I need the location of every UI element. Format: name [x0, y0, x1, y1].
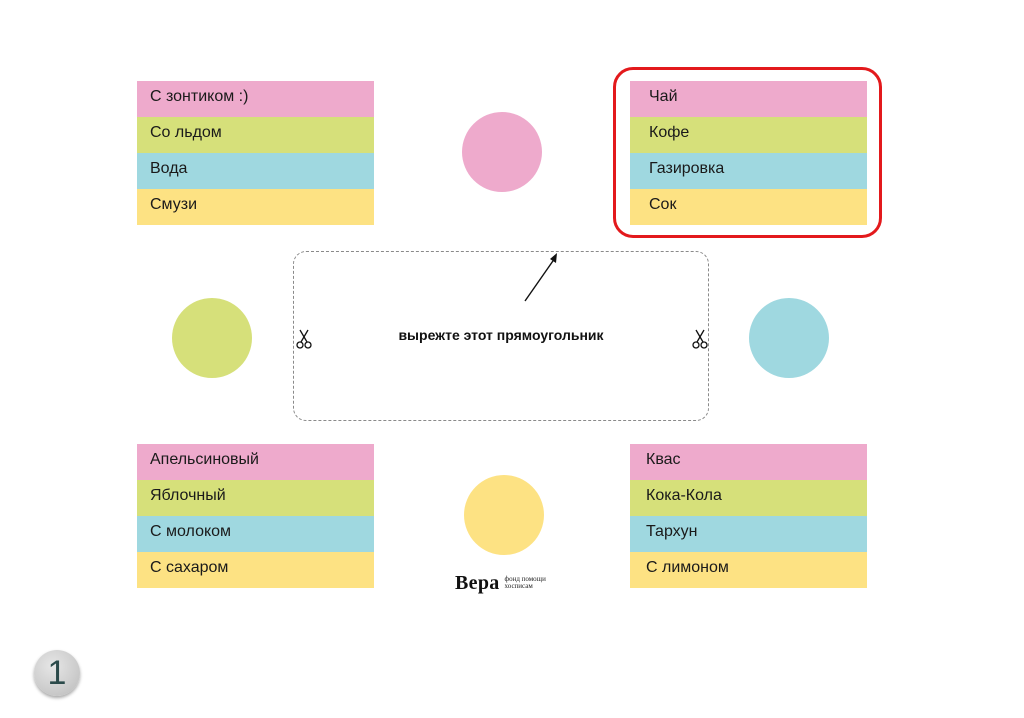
- list-item: Тархун: [630, 516, 867, 552]
- scissors-icon: [692, 329, 708, 349]
- logo-tagline-line2: хосписам: [504, 582, 533, 590]
- cut-rectangle: [293, 251, 709, 421]
- list-item: Газировка: [630, 153, 867, 189]
- circle-bottom: [464, 475, 544, 555]
- list-item: Кока-Кола: [630, 480, 867, 516]
- highlight-frame: [613, 67, 882, 238]
- logo-tagline-line1: фонд помощи: [504, 575, 546, 583]
- list-item: Апельсиновый: [137, 444, 374, 480]
- list-item: С сахаром: [137, 552, 374, 588]
- list-item: С лимоном: [630, 552, 867, 588]
- list-item: С молоком: [137, 516, 374, 552]
- scissors-icon: [296, 329, 312, 349]
- list-item: Яблочный: [137, 480, 374, 516]
- list-item: Кофе: [630, 117, 867, 153]
- list-item: Вода: [137, 153, 374, 189]
- list-bottom-left: Апельсиновый Яблочный С молоком С сахаро…: [137, 444, 374, 588]
- circle-top: [462, 112, 542, 192]
- logo: Вера фонд помощи хосписам: [455, 572, 557, 594]
- cut-instruction: вырежте этот прямоугольник: [398, 327, 604, 343]
- list-item: С зонтиком :): [137, 81, 374, 117]
- list-bottom-right: Квас Кока-Кола Тархун С лимоном: [630, 444, 867, 588]
- list-item: Сок: [630, 189, 867, 225]
- list-top-right: Чай Кофе Газировка Сок: [630, 81, 867, 225]
- page-number-badge: 1: [34, 650, 80, 696]
- arrow-icon: [524, 253, 557, 302]
- logo-word: Вера: [455, 571, 500, 594]
- list-item: Со льдом: [137, 117, 374, 153]
- circle-right: [749, 298, 829, 378]
- list-item: Чай: [630, 81, 867, 117]
- list-item: Смузи: [137, 189, 374, 225]
- list-item: Квас: [630, 444, 867, 480]
- circle-left: [172, 298, 252, 378]
- logo-tagline: фонд помощи хосписам: [505, 576, 557, 590]
- list-top-left: С зонтиком :) Со льдом Вода Смузи: [137, 81, 374, 225]
